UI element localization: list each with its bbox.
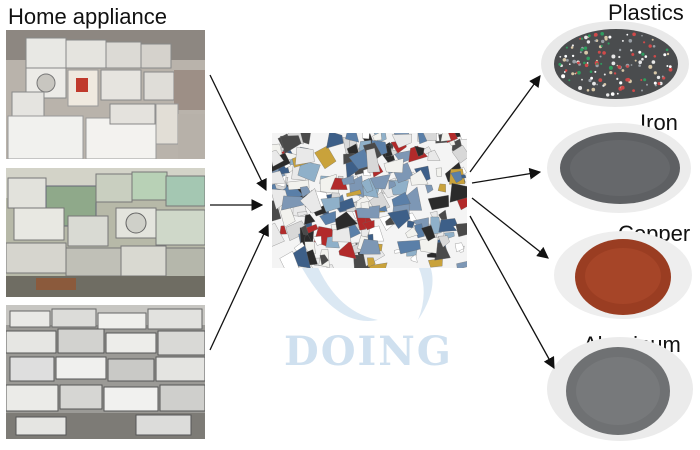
shredded-mix-image [272,133,467,268]
arrow-to-plastics [469,75,541,173]
copper-powder-image [553,230,693,320]
aluminum-powder-image [546,337,694,442]
air-conditioners-photo [6,30,205,159]
arrow-to-aluminum [469,215,555,370]
doing-watermark: DOING [284,328,453,375]
appliance-pile-photo [6,305,205,439]
plastics-label: Plastics [608,0,684,25]
plastics-granules-image [540,20,690,108]
arrow-appliance-1 [209,74,267,192]
arrow-to-copper [471,197,549,259]
arrow-to-iron [471,167,542,184]
scrapped-appliances-photo [6,168,205,297]
home-appliance-title: Home appliance [8,4,167,29]
iron-powder-image [546,122,692,214]
arrow-appliance-3 [209,223,269,351]
